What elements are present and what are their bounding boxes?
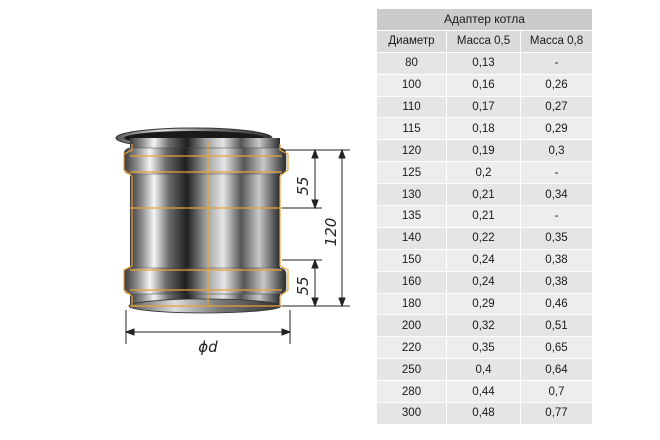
dim-total-label: 120 — [322, 218, 340, 247]
cell-mass-05: 0,13 — [446, 51, 521, 75]
dim-bottom-label: 55 — [294, 276, 312, 295]
cell-mass-08: - — [520, 51, 593, 75]
cell-mass-05: 0,24 — [446, 248, 521, 272]
cell-mass-08: 0,38 — [520, 270, 593, 294]
cell-diameter: 80 — [376, 51, 447, 75]
cell-mass-05: 0,19 — [446, 139, 521, 163]
cell-mass-08: 0,38 — [520, 248, 593, 272]
cell-diameter: 200 — [376, 314, 447, 338]
cell-mass-05: 0,16 — [446, 73, 521, 97]
cell-diameter: 125 — [376, 161, 447, 185]
cell-diameter: 140 — [376, 226, 447, 250]
cell-mass-08: 0,35 — [520, 226, 593, 250]
cell-mass-05: 0,18 — [446, 117, 521, 141]
cell-mass-08: 0,3 — [520, 139, 593, 163]
adapter-drawing: 55 55 120 ϕd — [115, 127, 350, 356]
header-mass-08: Масса 0,8 — [520, 29, 593, 53]
cell-mass-05: 0,29 — [446, 292, 521, 316]
cell-mass-05: 0,24 — [446, 270, 521, 294]
cell-mass-08: 0,65 — [520, 336, 593, 360]
cell-diameter: 250 — [376, 358, 447, 382]
cell-mass-08: 0,26 — [520, 73, 593, 97]
cell-mass-08: 0,77 — [520, 402, 593, 425]
upper-rib — [123, 147, 287, 175]
cell-mass-05: 0,32 — [446, 314, 521, 338]
cell-diameter: 110 — [376, 95, 447, 119]
cell-mass-08: 0,29 — [520, 117, 593, 141]
cell-diameter: 130 — [376, 183, 447, 207]
cell-mass-08: 0,64 — [520, 358, 593, 382]
cell-mass-08: 0,34 — [520, 183, 593, 207]
dim-diameter-label: ϕd — [198, 338, 218, 356]
dimension-lines — [124, 148, 350, 344]
cell-mass-08: - — [520, 205, 593, 228]
cell-mass-05: 0,22 — [446, 226, 521, 250]
profile-outline — [123, 142, 289, 307]
cell-diameter: 220 — [376, 336, 447, 360]
cell-mass-05: 0,21 — [446, 205, 521, 228]
cell-mass-08: - — [520, 161, 593, 185]
cell-mass-05: 0,48 — [446, 402, 521, 425]
dim-top-label: 55 — [294, 176, 312, 195]
cell-mass-05: 0,44 — [446, 380, 521, 404]
cell-diameter: 120 — [376, 139, 447, 163]
cell-diameter: 115 — [376, 117, 447, 141]
table-title: Адаптер котла — [376, 8, 593, 31]
cell-mass-08: 0,51 — [520, 314, 593, 338]
cell-mass-08: 0,7 — [520, 380, 593, 404]
cell-mass-05: 0,21 — [446, 183, 521, 207]
cell-mass-08: 0,27 — [520, 95, 593, 119]
cell-mass-05: 0,2 — [446, 161, 521, 185]
cell-mass-05: 0,35 — [446, 336, 521, 360]
cell-diameter: 135 — [376, 205, 447, 228]
header-mass-05: Масса 0,5 — [446, 29, 521, 53]
cell-mass-08: 0,46 — [520, 292, 593, 316]
cell-diameter: 100 — [376, 73, 447, 97]
cell-mass-05: 0,4 — [446, 358, 521, 382]
cell-diameter: 180 — [376, 292, 447, 316]
header-diameter: Диаметр — [376, 29, 447, 53]
cell-mass-05: 0,17 — [446, 95, 521, 119]
spec-table: Адаптер котла Диаметр Масса 0,5 Масса 0,… — [376, 8, 593, 425]
table-header-row: Диаметр Масса 0,5 Масса 0,8 — [376, 29, 593, 53]
cell-diameter: 160 — [376, 270, 447, 294]
table-title-row: Адаптер котла — [376, 8, 593, 31]
cell-diameter: 150 — [376, 248, 447, 272]
cell-diameter: 300 — [376, 402, 447, 425]
cell-diameter: 280 — [376, 380, 447, 404]
